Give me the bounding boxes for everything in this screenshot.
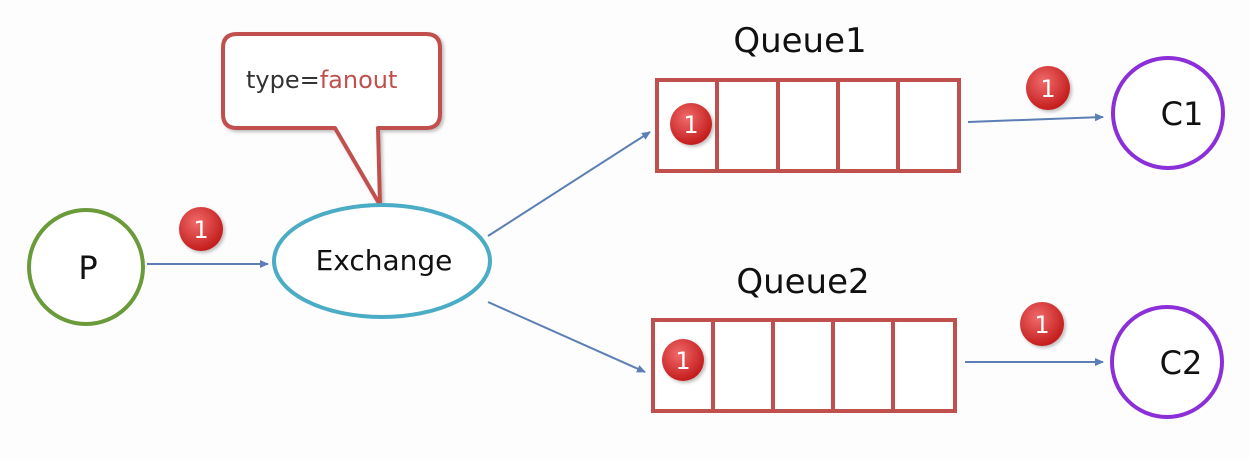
badge-queue1-c1: [1026, 66, 1070, 110]
exchange-label: Exchange: [316, 244, 453, 277]
callout-text: type=fanout: [246, 66, 397, 94]
producer-node: P: [27, 208, 145, 326]
queue2-message-text: 1: [675, 347, 690, 375]
consumer-c2: C2: [1110, 305, 1224, 419]
consumer-c2-label: C2: [1160, 344, 1203, 382]
queue2-message-badge: [662, 339, 704, 381]
badge-queue2-c2-text: 1: [1034, 311, 1049, 339]
badge-queue2-c2: [1020, 302, 1064, 346]
consumer-c1-label: C1: [1161, 95, 1204, 133]
queue1: Queue1 1: [655, 21, 961, 173]
arrow-exchange-to-queue1: [487, 131, 651, 237]
badge-producer-exchange-text: 1: [193, 216, 208, 244]
queue2-box: [651, 318, 957, 413]
exchange-node: Exchange: [272, 203, 492, 319]
consumer-c2-circle: [1110, 305, 1224, 419]
arrow-exchange-to-queue2: [487, 301, 646, 373]
callout-type-value: fanout: [320, 66, 398, 94]
badge-queue1-c1-text: 1: [1040, 75, 1055, 103]
queue1-message-badge: [670, 103, 712, 145]
producer-label: P: [78, 249, 97, 287]
callout-shape: [221, 32, 442, 207]
consumer-c1: C1: [1111, 56, 1225, 170]
arrow-queue1-to-c1: [967, 113, 1104, 123]
arrows: [147, 113, 1104, 373]
callout-type-key: type=: [246, 66, 320, 94]
producer-circle: [27, 208, 145, 326]
arrow-message-badges: 1 1 1: [179, 66, 1070, 346]
queue1-name: Queue1: [733, 21, 866, 61]
exchange-ellipse: [272, 203, 492, 319]
queue2-name: Queue2: [736, 262, 869, 302]
queue2: Queue2 1: [651, 262, 957, 413]
badge-producer-exchange: [179, 207, 223, 251]
queue1-message-text: 1: [683, 111, 698, 139]
consumer-c1-circle: [1111, 56, 1225, 170]
callout-bubble: type=fanout: [221, 32, 442, 207]
